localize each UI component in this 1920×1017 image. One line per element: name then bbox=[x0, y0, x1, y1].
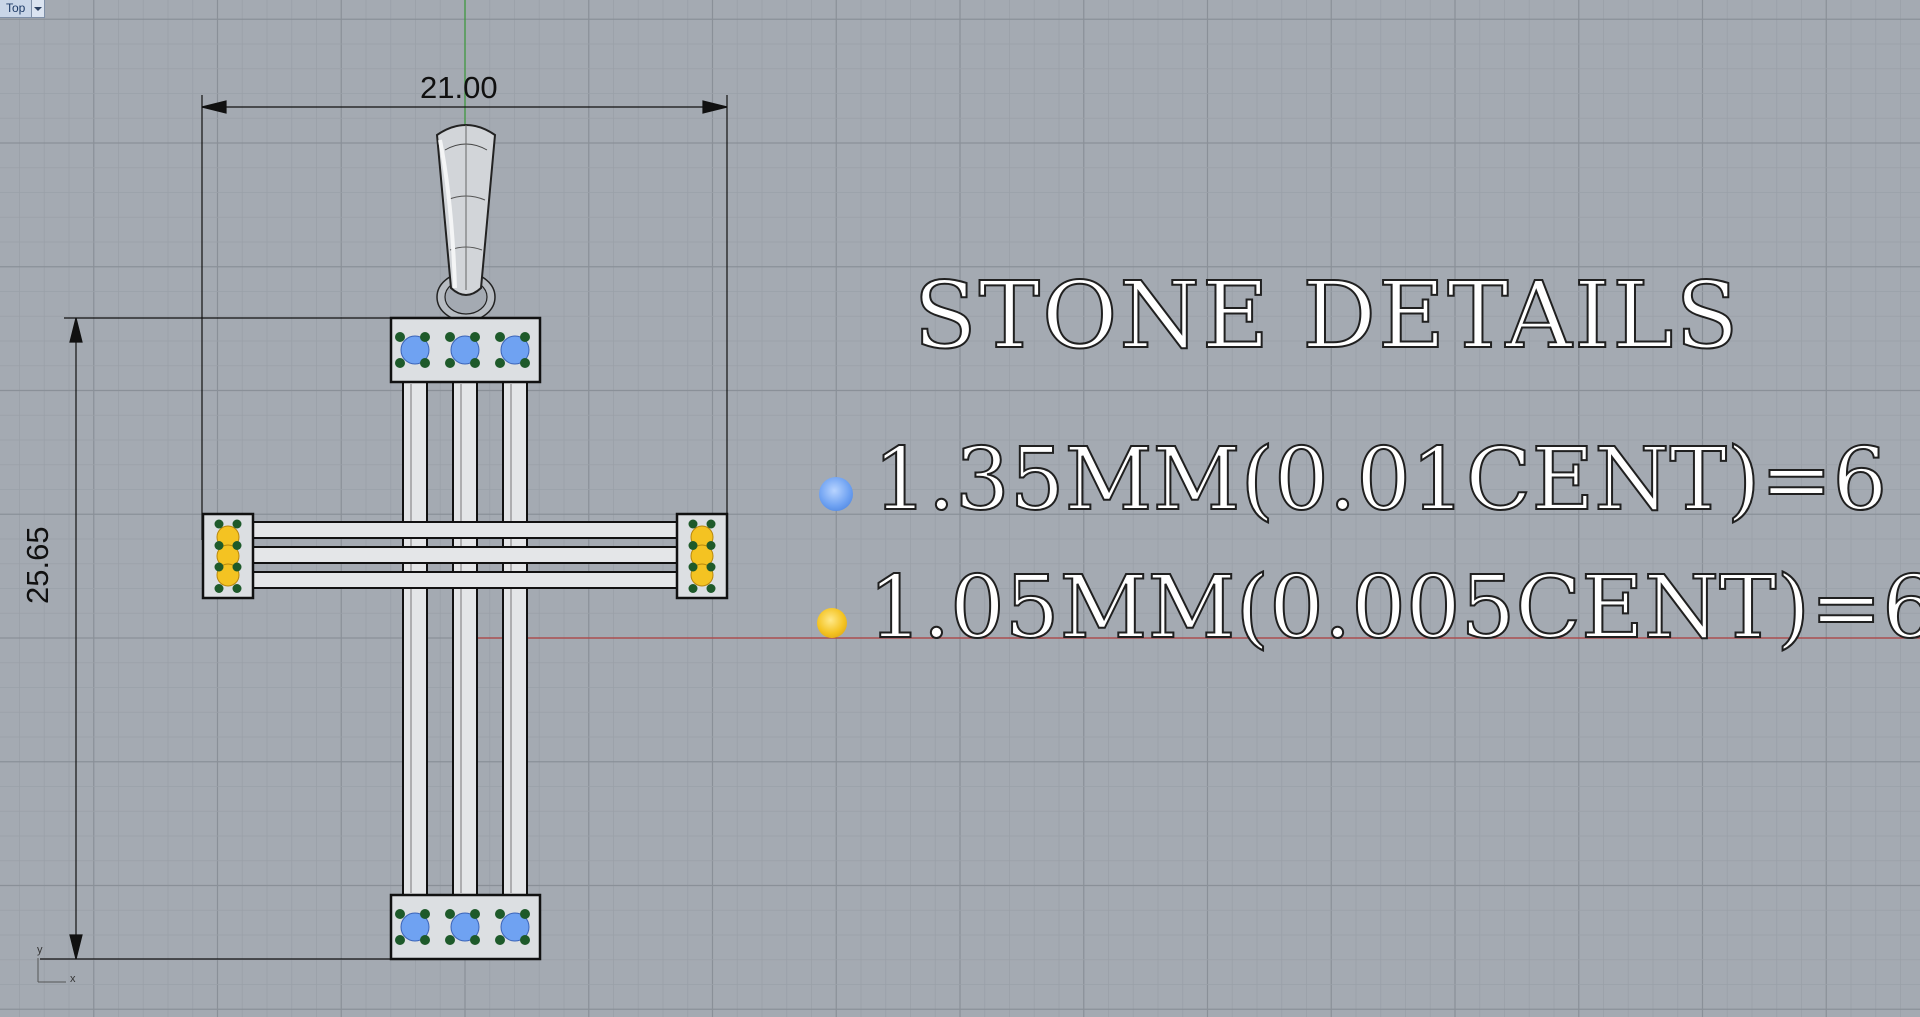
prong bbox=[706, 519, 716, 529]
prong bbox=[495, 332, 505, 342]
prong bbox=[495, 909, 505, 919]
prong bbox=[445, 358, 455, 368]
prong bbox=[395, 935, 405, 945]
blue-stone bbox=[500, 335, 530, 365]
prong bbox=[688, 541, 698, 550]
blue-stone bbox=[500, 912, 530, 942]
prong bbox=[706, 584, 716, 593]
blue-stone bbox=[450, 335, 480, 365]
prong bbox=[420, 358, 430, 368]
viewport-name[interactable]: Top bbox=[6, 1, 26, 15]
blue-stone-icon bbox=[819, 477, 853, 511]
stone-spec-line-2: 1.05MM(0.005CENT)=6 bbox=[867, 557, 1920, 659]
prong bbox=[420, 935, 430, 945]
prong bbox=[470, 332, 480, 342]
width-dimension bbox=[201, 95, 728, 540]
yellow-stone-icon bbox=[817, 608, 847, 638]
cross-body bbox=[252, 381, 678, 896]
stone-settings bbox=[214, 332, 716, 945]
prong bbox=[688, 519, 698, 529]
vertical-bar bbox=[452, 381, 478, 896]
horizontal-bar bbox=[252, 571, 678, 589]
prong bbox=[445, 935, 455, 945]
prong bbox=[395, 332, 405, 342]
blue-stone bbox=[450, 912, 480, 942]
prong bbox=[706, 562, 716, 572]
prong bbox=[214, 519, 224, 529]
viewport-menu-caret-icon[interactable] bbox=[31, 0, 45, 17]
prong bbox=[520, 909, 530, 919]
height-dimension bbox=[40, 317, 390, 960]
viewport-title-tab[interactable]: Top bbox=[0, 0, 46, 18]
prong bbox=[520, 935, 530, 945]
prong bbox=[470, 909, 480, 919]
prong bbox=[445, 909, 455, 919]
vertical-bar bbox=[502, 381, 528, 896]
blue-stone bbox=[400, 912, 430, 942]
height-dimension-value: 25.65 bbox=[20, 526, 55, 604]
prong bbox=[232, 584, 242, 593]
vertical-bar bbox=[402, 381, 428, 896]
prong bbox=[420, 909, 430, 919]
prong bbox=[470, 935, 480, 945]
prong bbox=[520, 332, 530, 342]
stone-details-heading: STONE DETAILS bbox=[913, 261, 1741, 370]
prong bbox=[470, 358, 480, 368]
width-dimension-value: 21.00 bbox=[420, 70, 498, 105]
prong bbox=[214, 562, 224, 572]
prong bbox=[706, 541, 716, 550]
prong bbox=[232, 541, 242, 550]
axis-y-label: y bbox=[37, 944, 43, 956]
horizontal-bar bbox=[252, 546, 678, 564]
blue-stone bbox=[400, 335, 430, 365]
horizontal-bar bbox=[252, 521, 678, 539]
prong bbox=[232, 562, 242, 572]
stone-spec-line-1: 1.35MM(0.01CENT)=6 bbox=[872, 429, 1888, 531]
pendant-bail bbox=[435, 124, 497, 322]
prong bbox=[395, 909, 405, 919]
prong bbox=[420, 332, 430, 342]
prong bbox=[395, 358, 405, 368]
axis-x-label: x bbox=[70, 973, 76, 985]
prong bbox=[495, 935, 505, 945]
prong bbox=[688, 584, 698, 593]
prong bbox=[214, 541, 224, 550]
prong bbox=[232, 519, 242, 529]
prong bbox=[445, 332, 455, 342]
prong bbox=[520, 358, 530, 368]
prong bbox=[495, 358, 505, 368]
world-axis-icon bbox=[37, 958, 66, 983]
prong bbox=[214, 584, 224, 593]
prong bbox=[688, 562, 698, 572]
